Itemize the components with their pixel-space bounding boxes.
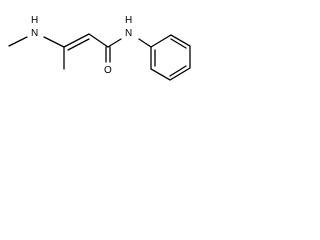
bond-c2-to-carbonyl-carbon (88, 33, 109, 48)
bond-methyl-to-amine-nitrogen (8, 36, 28, 47)
bond-layer (8, 33, 191, 81)
chemical-structure: N H O N H (8, 15, 191, 81)
phenyl-inner-bond-2 (170, 38, 187, 49)
bond-amine-nitrogen-to-c3 (43, 36, 65, 48)
amide-nitrogen-hydrogen: H (125, 15, 132, 26)
bond-carbonyl-to-amide-nitrogen (107, 38, 122, 48)
carbonyl-oxygen-symbol: O (104, 65, 112, 76)
bond-amide-nitrogen-to-phenyl (138, 38, 152, 48)
amide-nitrogen-symbol: N (125, 28, 132, 39)
amine-nitrogen-hydrogen: H (31, 15, 38, 26)
phenyl-ring (150, 34, 191, 81)
bond-c3-c2-double-inner (67, 38, 90, 51)
phenyl-inner-bond-3 (169, 65, 187, 77)
bond-c3-c2-double-outer (63, 33, 90, 48)
amine-nitrogen-symbol: N (31, 28, 38, 39)
atom-label-layer: N H O N H (31, 15, 132, 76)
